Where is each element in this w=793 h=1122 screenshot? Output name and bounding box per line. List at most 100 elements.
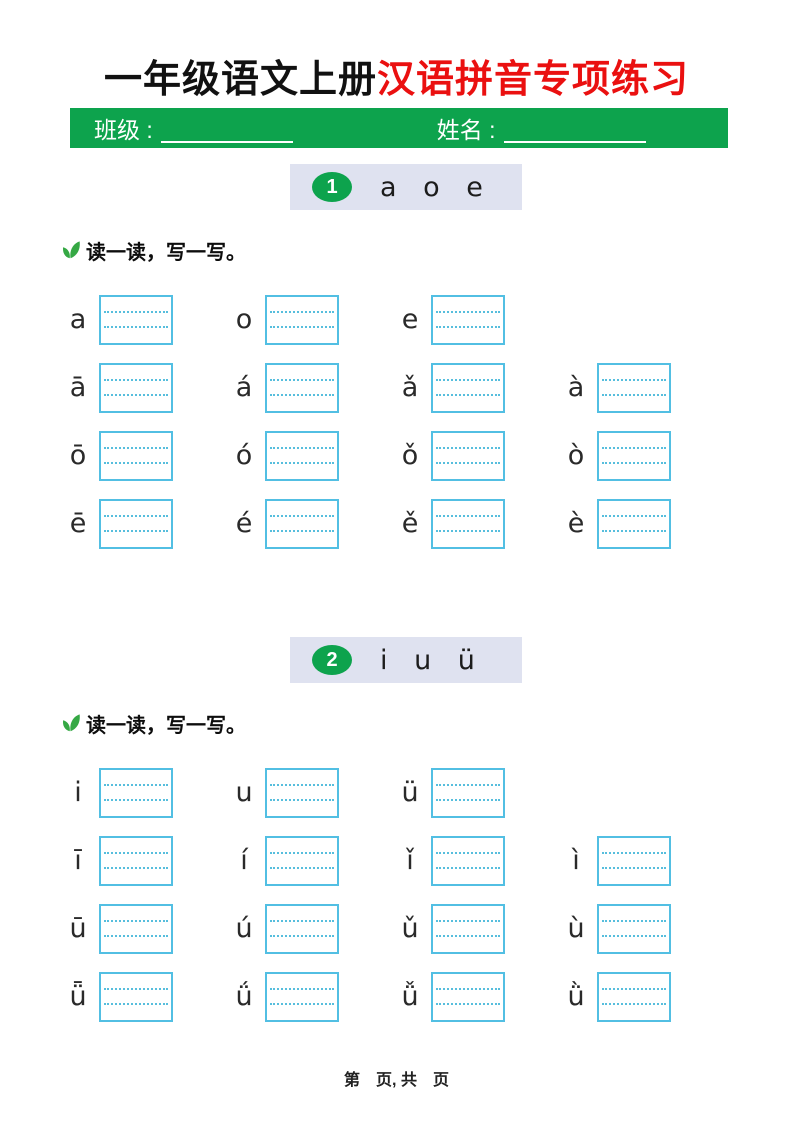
guide-line xyxy=(270,934,334,937)
writing-box[interactable] xyxy=(265,768,339,818)
pinyin-letter: á xyxy=(235,372,253,404)
writing-box[interactable] xyxy=(597,972,671,1022)
class-fill-in-line[interactable] xyxy=(160,117,293,143)
writing-box[interactable] xyxy=(597,431,671,481)
guide-line xyxy=(104,529,168,532)
name-label: 姓名 : xyxy=(436,117,496,143)
writing-box[interactable] xyxy=(597,904,671,954)
writing-box[interactable] xyxy=(99,431,173,481)
instruction-text: 读一读，写一写。 xyxy=(86,714,246,737)
guide-line xyxy=(104,379,168,382)
pinyin-cell: ì xyxy=(562,827,728,895)
pinyin-letter: ǔ xyxy=(401,913,419,945)
writing-box[interactable] xyxy=(99,904,173,954)
guide-line xyxy=(602,1002,666,1005)
guide-line xyxy=(436,920,500,923)
writing-box[interactable] xyxy=(597,499,671,549)
pinyin-cell: ù xyxy=(562,895,728,963)
guide-line xyxy=(270,379,334,382)
writing-box[interactable] xyxy=(431,904,505,954)
writing-box[interactable] xyxy=(99,363,173,413)
writing-box[interactable] xyxy=(265,904,339,954)
guide-line xyxy=(270,393,334,396)
guide-line xyxy=(104,988,168,991)
pinyin-letter: ǖ xyxy=(69,981,87,1013)
guide-line xyxy=(436,447,500,450)
pinyin-letter: ò xyxy=(567,440,585,472)
pinyin-letter: ī xyxy=(74,845,82,877)
pinyin-letter: ǎ xyxy=(401,372,419,404)
writing-box[interactable] xyxy=(431,499,505,549)
pinyin-cell: ò xyxy=(562,422,728,490)
page-footer: 第 页, 共 页 xyxy=(344,1072,449,1089)
leaf-sprout-icon xyxy=(62,714,80,732)
writing-box[interactable] xyxy=(265,363,339,413)
guide-line xyxy=(270,325,334,328)
guide-line xyxy=(436,325,500,328)
guide-line xyxy=(270,852,334,855)
pinyin-letter: ō xyxy=(69,440,87,472)
pinyin-cell: a xyxy=(64,286,230,354)
writing-box[interactable] xyxy=(431,431,505,481)
guide-line xyxy=(104,798,168,801)
guide-line xyxy=(602,988,666,991)
guide-line xyxy=(104,934,168,937)
pinyin-letter: u xyxy=(235,777,253,809)
name-fill-in-line[interactable] xyxy=(503,117,646,143)
writing-box[interactable] xyxy=(265,972,339,1022)
writing-box[interactable] xyxy=(431,295,505,345)
guide-line xyxy=(104,461,168,464)
writing-box[interactable] xyxy=(431,768,505,818)
guide-line xyxy=(436,461,500,464)
guide-line xyxy=(602,461,666,464)
pinyin-cell: í xyxy=(230,827,396,895)
writing-box[interactable] xyxy=(597,363,671,413)
writing-box[interactable] xyxy=(265,295,339,345)
pinyin-cell: ǔ xyxy=(396,895,562,963)
writing-box[interactable] xyxy=(265,499,339,549)
guide-line xyxy=(602,379,666,382)
writing-box[interactable] xyxy=(431,363,505,413)
pinyin-letter: ǐ xyxy=(406,845,414,877)
instruction-row: 读一读，写一写。 xyxy=(60,236,793,264)
writing-box[interactable] xyxy=(265,836,339,886)
guide-line xyxy=(270,988,334,991)
pinyin-letter: i xyxy=(74,777,82,809)
pinyin-cell: e xyxy=(396,286,562,354)
pinyin-letter: ü xyxy=(401,777,419,809)
writing-box[interactable] xyxy=(597,836,671,886)
pinyin-letter: é xyxy=(235,508,253,540)
writing-box[interactable] xyxy=(99,836,173,886)
guide-line xyxy=(436,866,500,869)
pinyin-cell: ě xyxy=(396,490,562,558)
writing-box[interactable] xyxy=(265,431,339,481)
guide-line xyxy=(104,325,168,328)
pinyin-letter: ù xyxy=(567,913,585,945)
writing-box[interactable] xyxy=(99,768,173,818)
guide-line xyxy=(104,866,168,869)
writing-box[interactable] xyxy=(99,499,173,549)
guide-line xyxy=(104,393,168,396)
instruction-text: 读一读，写一写。 xyxy=(86,241,246,264)
writing-box[interactable] xyxy=(431,836,505,886)
pinyin-letter: ǘ xyxy=(235,981,253,1013)
pinyin-cell: ǒ xyxy=(396,422,562,490)
pinyin-cell: á xyxy=(230,354,396,422)
writing-box[interactable] xyxy=(99,972,173,1022)
section-2-header: 2 i u ü xyxy=(290,637,522,683)
guide-line xyxy=(270,529,334,532)
guide-line xyxy=(270,866,334,869)
guide-line xyxy=(270,515,334,518)
pinyin-letter: ě xyxy=(401,508,419,540)
pinyin-cell: ǜ xyxy=(562,963,728,1031)
guide-line xyxy=(104,920,168,923)
writing-box[interactable] xyxy=(431,972,505,1022)
writing-box[interactable] xyxy=(99,295,173,345)
pinyin-cell: ǘ xyxy=(230,963,396,1031)
pinyin-cell: ú xyxy=(230,895,396,963)
guide-line xyxy=(436,529,500,532)
section-1-header: 1 a o e xyxy=(290,164,522,210)
guide-line xyxy=(436,988,500,991)
